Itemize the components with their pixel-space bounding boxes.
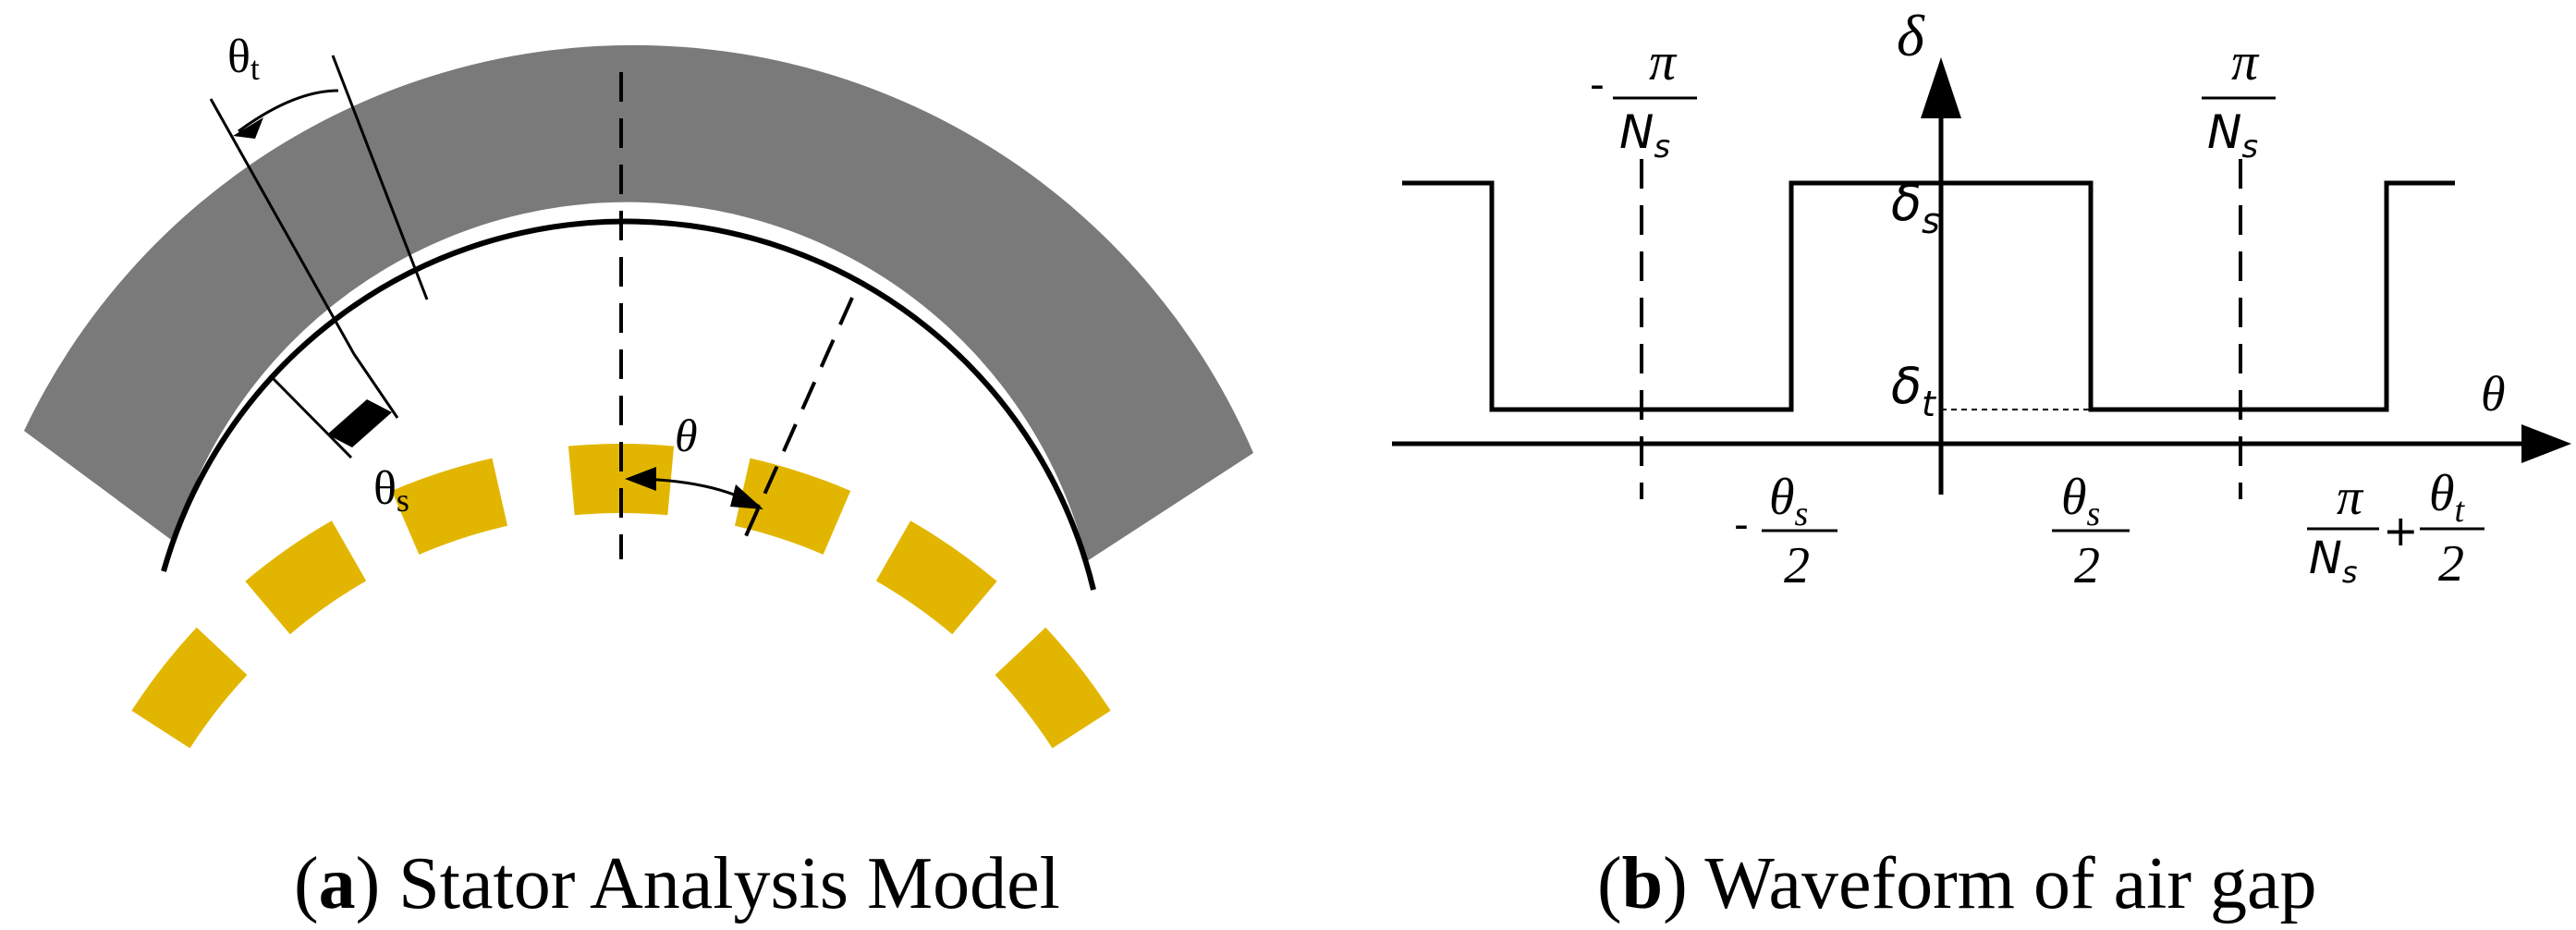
slot-opening-1 — [189, 675, 275, 769]
x-axis-arrow — [2521, 424, 2571, 463]
svg-text:2: 2 — [1784, 537, 1810, 594]
slot-winding-7 — [995, 627, 1111, 749]
y-axis-arrow — [1921, 57, 1961, 118]
svg-text:-: - — [1734, 501, 1749, 548]
theta-arrow-right — [730, 484, 763, 509]
svg-text:-: - — [1590, 61, 1605, 108]
theta-t-label: θt — [227, 31, 260, 87]
svg-text:Ns: Ns — [1619, 105, 1670, 165]
caption-b: (b) Waveform of air gap — [1597, 843, 2317, 924]
air-gap-waveform — [1402, 180, 2455, 412]
svg-text:θs: θs — [1769, 469, 1808, 533]
theta-t-line-right — [331, 55, 429, 300]
stator-model-panel: θ θt θs (a) Stator Analysis Model — [24, 31, 1253, 924]
bore-arc — [161, 218, 1096, 591]
stator-slots — [131, 444, 1111, 769]
slot-winding-4 — [568, 444, 675, 516]
slot-opening-2 — [289, 581, 385, 663]
theta-s-line-right — [352, 353, 399, 419]
svg-text:+: + — [2383, 506, 2419, 556]
svg-text:π: π — [2231, 31, 2260, 92]
tick-pi-over-ns-plus-theta-t-half: π Ns + θt 2 — [2307, 465, 2484, 593]
tick-neg-theta-s-half: - θs 2 — [1734, 469, 1837, 594]
svg-text:Ns: Ns — [2207, 105, 2258, 165]
delta-t-label: δt — [1891, 357, 1937, 424]
delta-s-label: δs — [1891, 174, 1940, 241]
tick-pi-over-ns: π Ns — [2202, 31, 2276, 165]
slot-opening-4 — [574, 513, 668, 553]
theta-t-arc — [238, 89, 339, 133]
tick-neg-pi-over-ns: - π Ns — [1590, 31, 1697, 165]
stator-core — [24, 44, 1253, 562]
slot-winding-2 — [245, 520, 367, 635]
x-axis-label: θ — [2481, 366, 2506, 422]
theta-t-arrow — [233, 117, 263, 139]
svg-text:θs: θs — [2061, 469, 2100, 533]
slot-winding-5 — [734, 458, 851, 555]
svg-text:Ns: Ns — [2309, 532, 2358, 590]
caption-a: (a) Stator Analysis Model — [294, 843, 1060, 924]
tick-theta-s-half: θs 2 — [2052, 469, 2130, 594]
svg-text:π: π — [1649, 31, 1678, 92]
y-axis-label: δ — [1897, 3, 1925, 68]
slot-winding-6 — [875, 520, 997, 635]
slot-winding-1 — [131, 627, 248, 749]
theta-s-label: θs — [373, 462, 409, 519]
svg-text:2: 2 — [2074, 537, 2100, 594]
slot-opening-5 — [726, 525, 824, 589]
slot-opening-3 — [419, 525, 516, 589]
waveform-panel: θ δ δs δt - π Ns π Ns - θs — [1392, 3, 2571, 924]
svg-text:π: π — [2337, 469, 2364, 526]
slot-opening-6 — [857, 581, 953, 663]
theta-s-line-left — [272, 377, 353, 459]
svg-text:2: 2 — [2438, 535, 2464, 593]
slot-winding-3 — [391, 458, 508, 555]
theta-arrow-left — [625, 467, 656, 491]
svg-text:θt: θt — [2429, 465, 2466, 530]
theta-t-line-left — [209, 98, 356, 355]
theta-label: θ — [675, 410, 698, 461]
theta-s-double-arrow — [327, 399, 392, 447]
slot-opening-7 — [968, 675, 1053, 769]
